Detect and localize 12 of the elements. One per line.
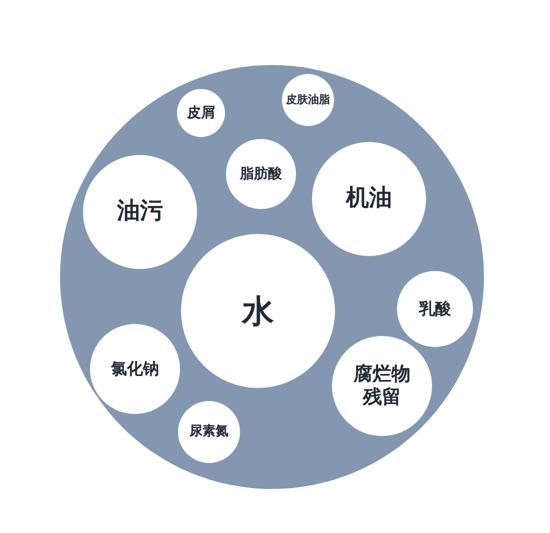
substance-label: 皮肤油脂 [286, 93, 330, 107]
substance-label: 皮屑 [187, 104, 215, 122]
substance-label: 乳酸 [419, 299, 451, 319]
bubble [282, 74, 334, 126]
substance-label: 腐烂物残留 [352, 363, 412, 409]
substance-label: 机油 [346, 185, 392, 213]
substance-label: 脂肪酸 [240, 166, 282, 182]
bubble [177, 89, 225, 137]
substance-label: 水 [242, 292, 274, 330]
substance-label: 尿素氮 [190, 424, 228, 440]
substance-label: 油污 [117, 198, 163, 226]
substance-label: 氯化钠 [111, 359, 159, 379]
